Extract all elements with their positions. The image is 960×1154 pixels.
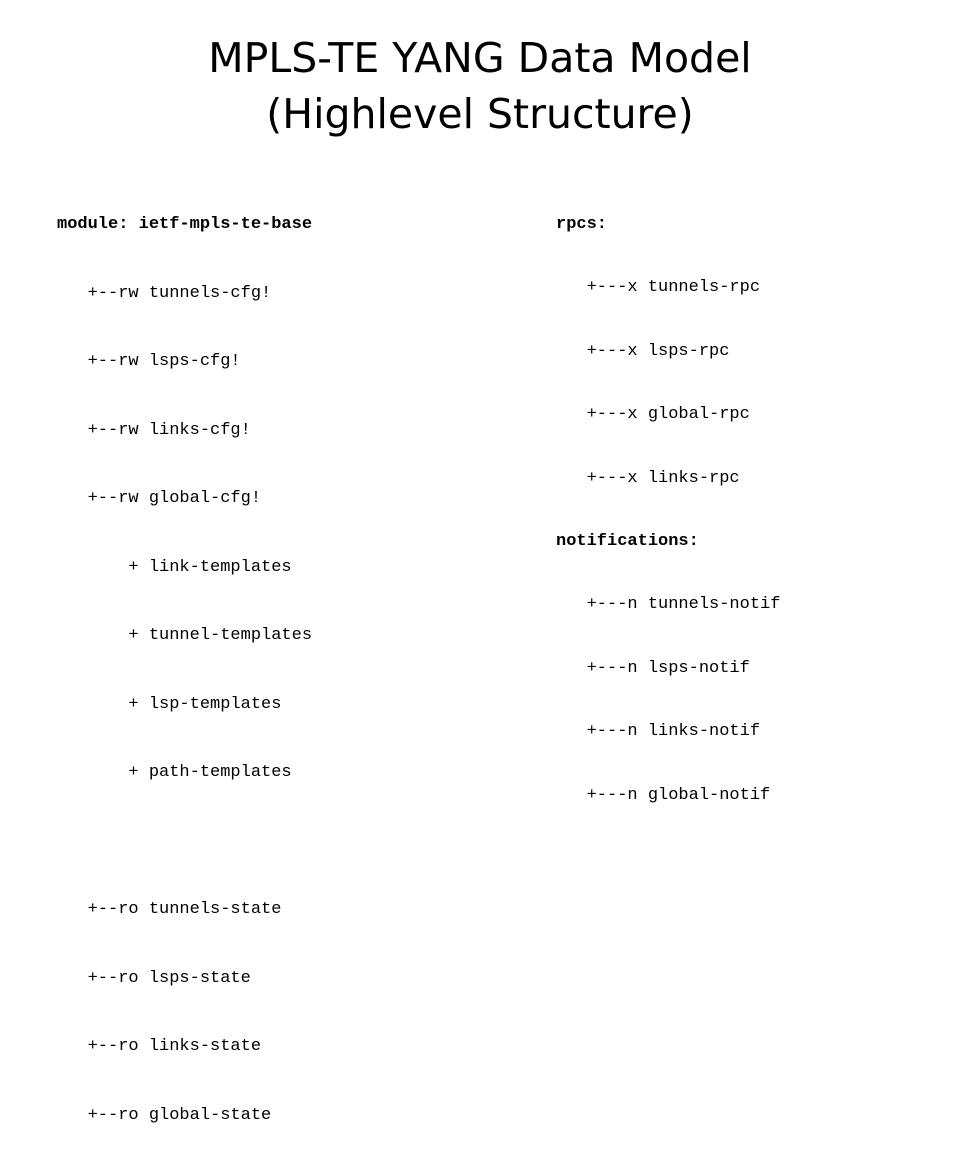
rpc-tunnels: +---x tunnels-rpc: [556, 278, 761, 298]
notif-global: +---n global-notif: [556, 785, 771, 805]
module-header: module: ietf-mpls-te-base: [57, 215, 313, 234]
rpc-global: +---x global-rpc: [556, 405, 750, 425]
module-tree: module: ietf-mpls-te-base +--rw tunnels-…: [57, 176, 312, 1154]
rpc-links: +---x links-rpc: [556, 468, 740, 488]
rw-tunnels-cfg: +--rw tunnels-cfg!: [57, 283, 272, 303]
title-line-1: MPLS-TE YANG Data Model: [208, 34, 752, 82]
slide-title: MPLS-TE YANG Data Model (Highlevel Struc…: [0, 30, 960, 142]
notif-tunnels: +---n tunnels-notif: [556, 595, 781, 615]
blank-line: [57, 831, 312, 862]
tunnel-templates: + tunnel-templates: [57, 626, 313, 645]
notifications-header: notifications:: [556, 531, 699, 551]
ro-links-state: +--ro links-state: [57, 1037, 262, 1056]
rpc-lsps: +---x lsps-rpc: [556, 341, 730, 361]
link-templates: + link-templates: [57, 557, 292, 577]
ro-lsps-state: +--ro lsps-state: [57, 968, 251, 988]
rpcs-header: rpcs:: [556, 215, 608, 234]
path-templates: + path-templates: [57, 763, 292, 782]
lsp-templates: + lsp-templates: [57, 694, 282, 714]
rw-lsps-cfg: +--rw lsps-cfg!: [57, 352, 241, 371]
notif-links: +---n links-notif: [556, 722, 761, 742]
rw-global-cfg: +--rw global-cfg!: [57, 489, 262, 508]
ro-global-state: +--ro global-state: [57, 1105, 272, 1125]
title-line-2: (Highlevel Structure): [266, 90, 694, 138]
ro-tunnels-state: +--ro tunnels-state: [57, 900, 282, 919]
notif-lsps: +---n lsps-notif: [556, 658, 750, 678]
rpcs-notifications-tree: rpcs: +---x tunnels-rpc +---x lsps-rpc +…: [556, 176, 780, 829]
rw-links-cfg: +--rw links-cfg!: [57, 420, 251, 440]
